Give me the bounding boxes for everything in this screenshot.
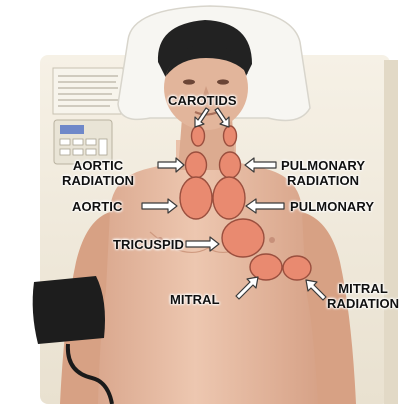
aortic-site <box>180 177 212 219</box>
label-aortic-text: AORTIC <box>72 199 122 214</box>
mitral-radiation-site <box>283 256 311 280</box>
label-pulmonary-radiation: PULMONARY RADIATION <box>281 158 365 188</box>
label-mitral-radiation-line1: MITRAL <box>327 281 399 296</box>
bed-pad-shade <box>384 60 398 404</box>
blood-pressure-cuff <box>33 276 105 344</box>
label-pulmonary-radiation-line1: PULMONARY <box>281 158 365 173</box>
label-aortic-radiation-line1: AORTIC <box>62 158 134 173</box>
label-carotids: CAROTIDS <box>168 93 237 108</box>
right-nipple <box>269 237 275 243</box>
label-aortic: AORTIC <box>72 199 122 214</box>
label-mitral-radiation-line2: RADIATION <box>327 296 399 311</box>
carotid-left-site <box>192 126 205 146</box>
label-aortic-radiation: AORTIC RADIATION <box>62 158 134 188</box>
label-tricuspid-text: TRICUSPID <box>113 237 184 252</box>
right-eye <box>217 79 229 84</box>
label-mitral-text: MITRAL <box>170 292 220 307</box>
label-tricuspid: TRICUSPID <box>113 237 184 252</box>
label-pulmonary-text: PULMONARY <box>290 199 374 214</box>
aortic-radiation-site <box>186 152 207 178</box>
instruction-card <box>53 68 123 114</box>
pulmonary-radiation-site <box>220 152 241 178</box>
label-mitral-radiation: MITRAL RADIATION <box>327 281 399 311</box>
label-aortic-radiation-line2: RADIATION <box>62 173 134 188</box>
keypad-display <box>60 125 84 134</box>
label-carotids-text: CAROTIDS <box>168 93 237 108</box>
pulmonary-site <box>213 177 245 219</box>
tricuspid-site <box>222 219 264 257</box>
label-pulmonary-radiation-line2: RADIATION <box>281 173 365 188</box>
carotid-right-site <box>224 126 237 146</box>
mitral-site <box>250 254 282 280</box>
label-pulmonary: PULMONARY <box>290 199 374 214</box>
left-eye <box>183 79 195 84</box>
label-mitral: MITRAL <box>170 292 220 307</box>
